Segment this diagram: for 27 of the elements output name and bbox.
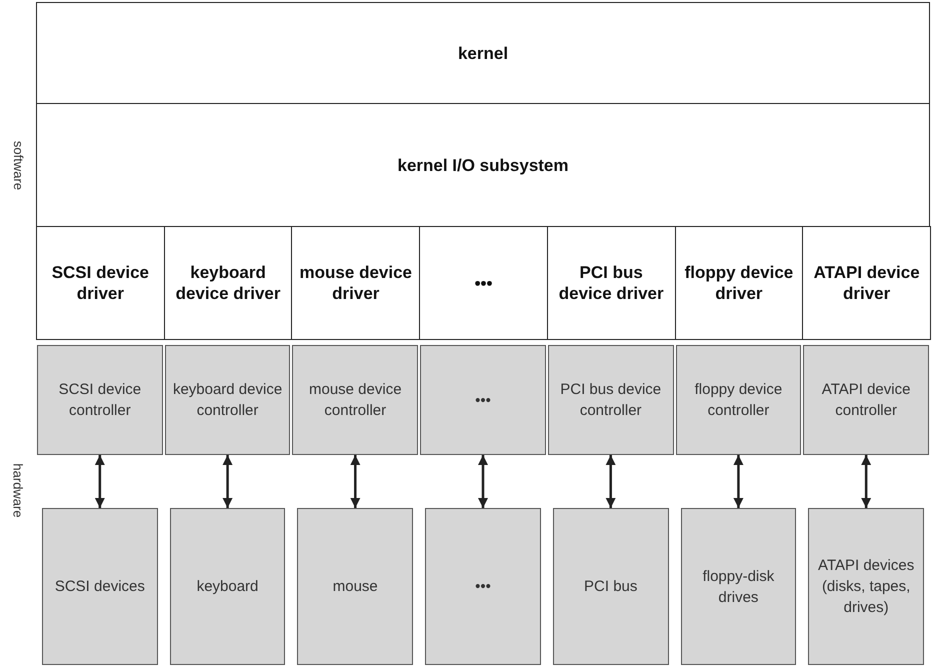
controller-box: floppy device controller xyxy=(676,345,802,455)
device-box: ••• xyxy=(425,508,541,665)
device-box: mouse xyxy=(297,508,414,665)
controller-box: mouse device controller xyxy=(292,345,418,455)
driver-box: ATAPI device driver xyxy=(802,226,931,340)
double-arrow xyxy=(606,455,616,508)
device-box: floppy-disk drives xyxy=(680,508,796,665)
device-box: SCSI devices xyxy=(42,508,158,665)
subsystem-box: kernel I/O subsystem xyxy=(36,103,930,227)
side-label: software xyxy=(10,140,26,190)
double-arrow xyxy=(94,455,105,508)
side-label: hardware xyxy=(10,462,26,518)
double-arrow xyxy=(222,455,233,508)
device-box: keyboard xyxy=(170,508,286,665)
controller-box: SCSI device controller xyxy=(37,345,163,455)
controller-box: PCI bus device controller xyxy=(548,345,674,455)
double-arrow xyxy=(350,455,360,508)
double-arrow xyxy=(478,455,488,508)
controller-box: keyboard device controller xyxy=(164,345,290,455)
double-arrow xyxy=(861,455,872,508)
device-box: PCI bus xyxy=(552,508,669,665)
controller-box: ATAPI device controller xyxy=(803,345,929,455)
controller-box: ••• xyxy=(420,345,546,455)
double-arrow xyxy=(733,455,744,508)
device-box: ATAPI devices (disks, tapes, drives) xyxy=(808,508,924,665)
kernel-box: kernel xyxy=(36,2,930,104)
driver-box: SCSI device driver xyxy=(36,226,165,340)
